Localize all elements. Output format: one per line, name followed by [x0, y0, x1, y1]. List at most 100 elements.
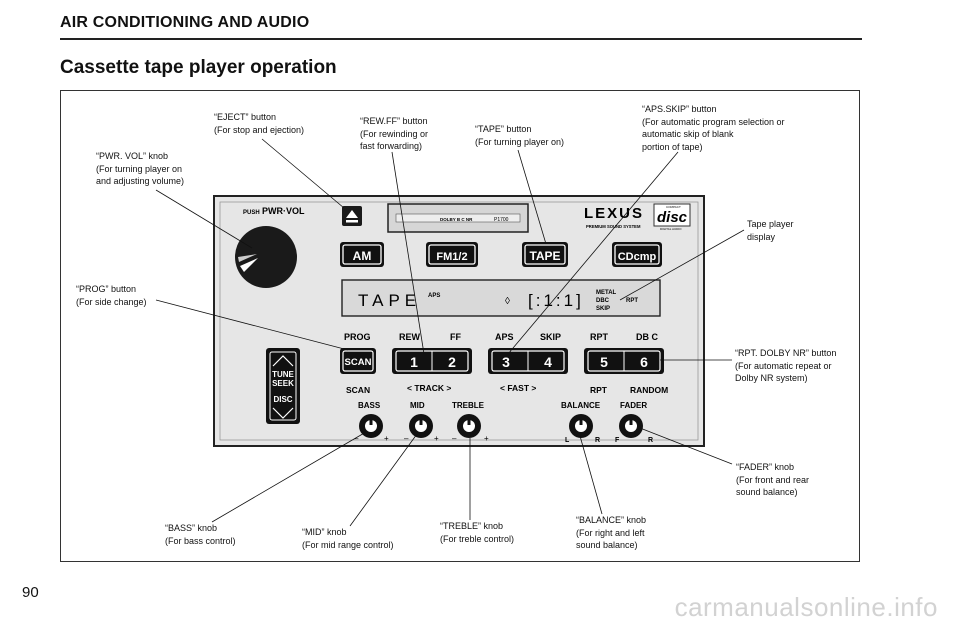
- label-treble: TREBLE: [452, 401, 485, 410]
- callout-apsskip: “APS.SKIP” button(For automatic program …: [642, 104, 785, 152]
- display-aps: APS: [428, 293, 440, 299]
- leader-mid: [349, 433, 418, 527]
- brand-subtitle: PREMIUM SOUND SYSTEM: [586, 224, 641, 229]
- callout-rptdolby: “RPT. DOLBY NR” button(For automatic rep…: [735, 348, 837, 383]
- display-arrows: ◊: [505, 296, 510, 307]
- display-time: [:1:1]: [528, 291, 584, 310]
- label-prog: PROG: [344, 332, 371, 342]
- svg-text:DIGITAL AUDIO: DIGITAL AUDIO: [660, 227, 682, 231]
- figure-frame: [60, 90, 860, 562]
- preset-button-5-6: 5 6: [584, 348, 664, 374]
- label-fast: < FAST >: [500, 383, 536, 393]
- tape-player-display: [341, 279, 661, 317]
- preset-button-1-2: 1 2: [392, 348, 472, 374]
- display-tape-text: TAPE: [358, 291, 421, 310]
- treble-knob: [457, 414, 481, 438]
- page-heading: Cassette tape player operation: [60, 57, 337, 78]
- svg-text:L: L: [565, 437, 570, 444]
- label-ff: FF: [450, 332, 461, 342]
- label-fader: FADER: [620, 401, 647, 410]
- leader-display: [619, 229, 745, 301]
- page-number: 90: [22, 584, 39, 601]
- leader-prog: [155, 299, 349, 351]
- svg-text:–: –: [452, 434, 457, 443]
- svg-text:1: 1: [410, 354, 418, 370]
- cd-logo: [653, 203, 691, 227]
- brand-logo: LEXUS: [584, 205, 644, 222]
- scan-button: SCAN: [340, 348, 376, 374]
- label-aps: APS: [495, 332, 514, 342]
- callout-tape: “TAPE” button(For turning player on): [475, 124, 565, 147]
- svg-text:F: F: [615, 437, 620, 444]
- display-metal: METAL: [596, 290, 617, 296]
- label-skip: SKIP: [540, 332, 561, 342]
- mid-knob: [409, 414, 433, 438]
- svg-text:AM: AM: [353, 249, 372, 263]
- label-track: < TRACK >: [407, 383, 451, 393]
- leader-eject: [261, 138, 345, 209]
- display-skip: SKIP: [596, 306, 610, 312]
- leader-fader: [639, 427, 733, 465]
- svg-text:COMPACT: COMPACT: [666, 205, 681, 209]
- label-rpt: RPT: [590, 332, 609, 342]
- label-mid: MID: [410, 401, 425, 410]
- svg-text:TAPE: TAPE: [529, 249, 560, 263]
- push-label: PUSH: [243, 210, 260, 216]
- svg-text:FM1/2: FM1/2: [436, 251, 467, 263]
- label-bass: BASS: [358, 401, 381, 410]
- fader-knob: [619, 414, 643, 438]
- svg-text:+: +: [434, 434, 439, 443]
- tape-button: TAPE: [522, 242, 568, 267]
- am-button: AM: [340, 242, 384, 267]
- fm-button: FM1/2: [426, 242, 478, 267]
- deck-dolby-label: DOLBY B C NR: [440, 217, 473, 222]
- section-divider: [60, 38, 862, 40]
- leader-pwrvol: [155, 189, 253, 249]
- display-dbc: DBC: [596, 298, 610, 304]
- leader-bass: [211, 431, 367, 523]
- callout-treble: “TREBLE” knob(For treble control): [440, 521, 515, 544]
- svg-text:R: R: [648, 437, 653, 444]
- svg-text:SCAN: SCAN: [345, 357, 372, 368]
- svg-text:4: 4: [544, 354, 552, 370]
- callout-prog: “PROG” button(For side change): [76, 284, 147, 307]
- svg-text:CDcmp: CDcmp: [618, 251, 657, 263]
- deck-model-label: P1700: [494, 217, 509, 223]
- label-rpt-2: RPT: [590, 385, 608, 395]
- callout-eject: “EJECT” button(For stop and ejection): [214, 112, 305, 135]
- display-rpt: RPT: [626, 298, 638, 304]
- svg-text:5: 5: [600, 354, 608, 370]
- balance-knob: [569, 414, 593, 438]
- label-dolby: DB C: [636, 332, 658, 342]
- cd-logo-text: disc: [657, 209, 688, 226]
- leader-apsskip: [507, 151, 679, 355]
- label-random: RANDOM: [630, 385, 668, 395]
- svg-text:2: 2: [448, 354, 456, 370]
- svg-text:SEEK: SEEK: [272, 379, 294, 388]
- leader-balance: [579, 435, 603, 515]
- label-rew: REW: [399, 332, 421, 342]
- pwr-vol-knob: [235, 226, 297, 288]
- label-balance: BALANCE: [561, 401, 601, 410]
- svg-text:–: –: [404, 434, 409, 443]
- svg-text:+: +: [484, 434, 489, 443]
- bass-knob: [359, 414, 383, 438]
- svg-text:6: 6: [640, 354, 648, 370]
- leader-tape: [517, 149, 547, 245]
- pwr-vol-label: PWR·VOL: [262, 206, 305, 216]
- cd-button: CDcmp: [612, 242, 662, 267]
- tune-seek-disc-rocker: TUNE SEEK DISC: [266, 348, 300, 424]
- callout-mid: “MID” knob(For mid range control): [302, 527, 394, 550]
- label-scan: SCAN: [346, 385, 370, 395]
- svg-text:TUNE: TUNE: [272, 370, 294, 379]
- svg-text:–: –: [354, 434, 359, 443]
- watermark: carmanualsonline.info: [674, 592, 938, 622]
- section-title: AIR CONDITIONING AND AUDIO: [60, 14, 310, 31]
- svg-text:R: R: [595, 437, 600, 444]
- leader-rewff: [391, 151, 425, 355]
